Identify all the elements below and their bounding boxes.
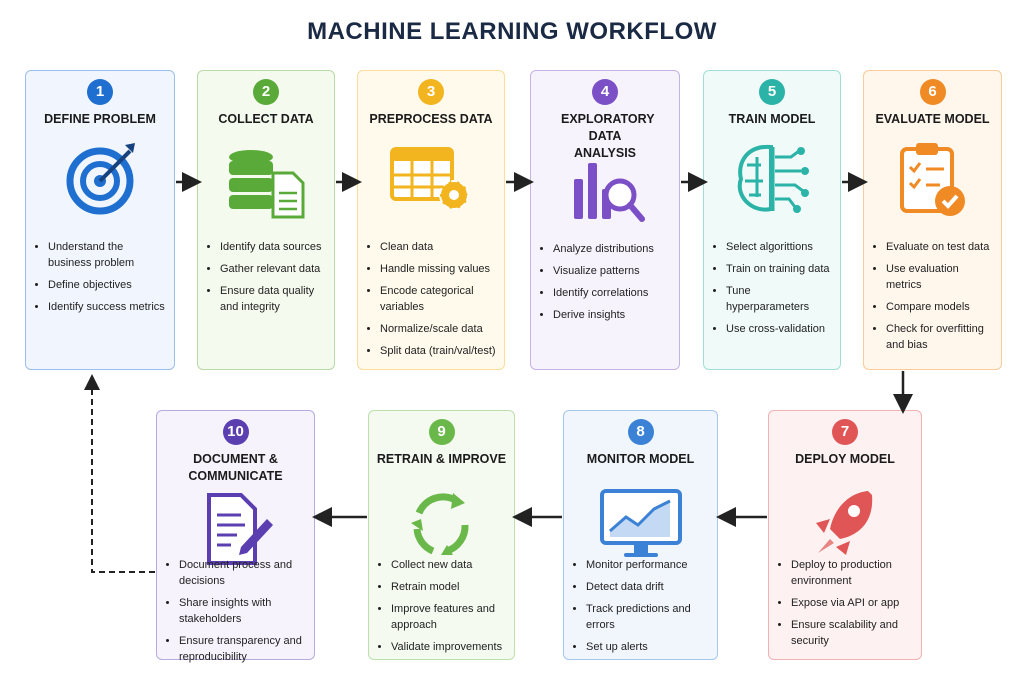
bullet-item: Identify data sources (220, 239, 328, 255)
bullet-item: Tune hyperparameters (726, 283, 834, 315)
step-card-7: 7 DEPLOY MODEL Deploy to production envi… (768, 410, 922, 660)
bullet-item: Detect data drift (586, 579, 711, 595)
step-title: EVALUATE MODEL (875, 112, 990, 126)
step-card-5: 5 TRAIN MODEL Select algorittionsTrain o… (703, 70, 841, 370)
bullet-item: Identify success metrics (48, 299, 168, 315)
step-bullet-list: Collect new dataRetrain modelImprove fea… (379, 557, 508, 661)
bullet-item: Set up alerts (586, 639, 711, 655)
step-bullet-list: Select algorittionsTrain on training dat… (714, 239, 834, 343)
bullet-item: Define objectives (48, 277, 168, 293)
step-title: EXPLORATORY DATA ANALYSIS (561, 112, 655, 160)
step-card-9: 9 RETRAIN & IMPROVE Collect new dataRetr… (368, 410, 515, 660)
feedback-arrow-10-1 (84, 374, 155, 573)
step-bullet-list: Monitor performanceDetect data driftTrac… (574, 557, 711, 661)
bullet-item: Deploy to production environment (791, 557, 915, 589)
step-title: RETRAIN & IMPROVE (376, 452, 507, 466)
step-title: DOCUMENT & COMMUNICATE (188, 452, 283, 483)
bullet-item: Split data (train/val/test) (380, 343, 498, 359)
step-number-badge: 10 (222, 419, 249, 445)
step-card-1: 1 DEFINE PROBLEM Understand the business… (25, 70, 175, 370)
step-number-badge: 1 (87, 79, 113, 105)
step-number-badge: 5 (759, 79, 785, 105)
rocket-icon (816, 491, 873, 555)
bullet-item: Collect new data (391, 557, 508, 573)
clipboard-check-icon (899, 143, 965, 216)
step-bullet-list: Analyze distributionsVisualize patternsI… (541, 241, 673, 329)
step-title: PREPROCESS DATA (369, 112, 493, 126)
bullet-item: Track predictions and errors (586, 601, 711, 633)
bullet-item: Check for overfitting and bias (886, 321, 995, 353)
bullet-item: Use evaluation metrics (886, 261, 995, 293)
bullet-item: Ensure transparency and reproducibility (179, 633, 308, 665)
step-bullet-list: Understand the business problemDefine ob… (36, 239, 168, 321)
bullet-item: Document process and decisions (179, 557, 308, 589)
bullet-item: Expose via API or app (791, 595, 915, 611)
bullet-item: Understand the business problem (48, 239, 168, 271)
step-card-6: 6 EVALUATE MODEL Evaluate on test dataUs… (863, 70, 1002, 370)
step-number-badge: 4 (592, 79, 618, 105)
bullet-item: Ensure data quality and integrity (220, 283, 328, 315)
bullet-item: Analyze distributions (553, 241, 673, 257)
bullet-item: Monitor performance (586, 557, 711, 573)
step-title: DEPLOY MODEL (795, 452, 895, 466)
step-bullet-list: Deploy to production environmentExpose v… (779, 557, 915, 655)
step-number-badge: 3 (418, 79, 444, 105)
bullet-item: Identify correlations (553, 285, 673, 301)
bullet-item: Use cross-validation (726, 321, 834, 337)
step-bullet-list: Evaluate on test dataUse evaluation metr… (874, 239, 995, 359)
step-title: TRAIN MODEL (728, 112, 816, 126)
diagram-title: MACHINE LEARNING WORKFLOW (307, 18, 717, 45)
step-number-badge: 7 (832, 419, 858, 445)
bullet-item: Handle missing values (380, 261, 498, 277)
bullet-item: Improve features and approach (391, 601, 508, 633)
step-card-2: 2 COLLECT DATA Identify data sourcesGath… (197, 70, 335, 370)
step-number-badge: 8 (627, 419, 654, 445)
cycle-arrows-icon (410, 493, 468, 555)
step-card-3: 3 PREPROCESS DATA Clean dataHandle missi… (357, 70, 505, 370)
step-title: COLLECT DATA (218, 112, 314, 126)
bullet-item: Encode categorical variables (380, 283, 498, 315)
document-pen-icon (206, 493, 273, 565)
step-bullet-list: Identify data sourcesGather relevant dat… (208, 239, 328, 321)
database-icon (229, 150, 305, 219)
bullet-item: Visualize patterns (553, 263, 673, 279)
bullet-item: Ensure scalability and security (791, 617, 915, 649)
step-title: MONITOR MODEL (586, 452, 695, 466)
bullet-item: Compare models (886, 299, 995, 315)
bullet-item: Validate improvements (391, 639, 508, 655)
step-card-10: 10 DOCUMENT & COMMUNICATE Document proce… (156, 410, 315, 663)
step-bullet-list: Document process and decisionsShare insi… (167, 557, 308, 671)
chart-magnifier-icon (574, 163, 645, 222)
bullet-item: Evaluate on test data (886, 239, 995, 255)
step-title: DEFINE PROBLEM (44, 112, 156, 126)
step-number-badge: 2 (253, 79, 279, 105)
monitor-chart-icon (599, 489, 682, 557)
bullet-item: Gather relevant data (220, 261, 328, 277)
step-bullet-list: Clean dataHandle missing valuesEncode ca… (368, 239, 498, 365)
step-number-badge: 9 (428, 419, 455, 445)
target-icon (66, 143, 135, 215)
bullet-item: Clean data (380, 239, 498, 255)
bullet-item: Select algorittions (726, 239, 834, 255)
step-card-8: 8 MONITOR MODEL Monitor performanceDetec… (563, 410, 718, 660)
table-gear-icon (390, 147, 469, 210)
bullet-item: Normalize/scale data (380, 321, 498, 337)
bullet-item: Derive insights (553, 307, 673, 323)
bullet-item: Train on training data (726, 261, 834, 277)
brain-circuit-icon (737, 144, 809, 213)
bullet-item: Retrain model (391, 579, 508, 595)
step-card-4: 4 EXPLORATORY DATA ANALYSIS Analyze dist… (530, 70, 680, 370)
bullet-item: Share insights with stakeholders (179, 595, 308, 627)
step-number-badge: 6 (919, 79, 946, 105)
